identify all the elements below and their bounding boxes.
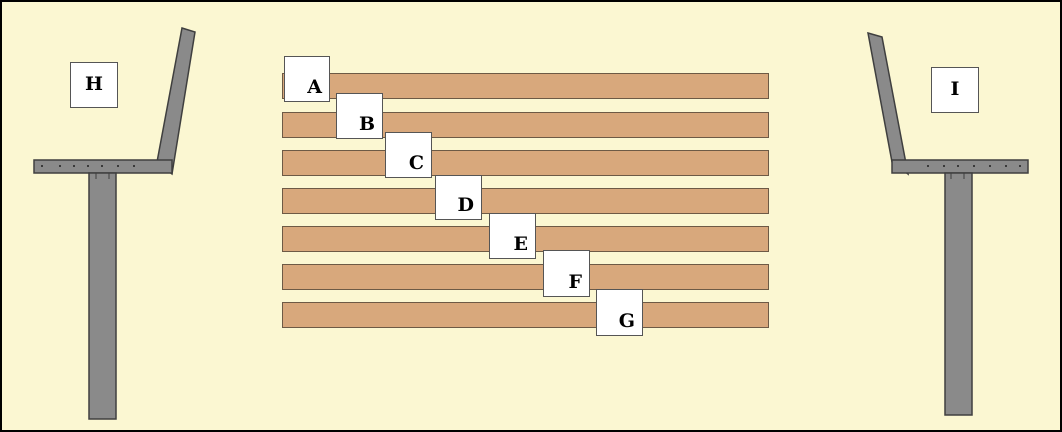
plank-f	[282, 264, 769, 290]
label-f-text: F	[568, 271, 583, 293]
plank-g	[282, 302, 769, 328]
right-frame-seat-arm	[891, 159, 1029, 174]
label-g: G	[596, 289, 643, 336]
label-g-text: G	[618, 310, 635, 332]
label-d-text: D	[457, 194, 474, 216]
plank-d	[282, 188, 769, 214]
label-a: A	[284, 56, 330, 102]
label-c-text: C	[408, 152, 424, 174]
label-h: H	[70, 62, 118, 108]
label-b: B	[336, 93, 383, 139]
left-frame-leg	[88, 172, 117, 420]
right-frame-leg	[944, 172, 973, 416]
label-e: E	[489, 213, 536, 259]
label-d: D	[435, 175, 482, 220]
left-frame-drawing	[33, 27, 196, 420]
right-frame-drawing	[867, 31, 1029, 416]
label-i-text: I	[950, 78, 960, 100]
left-frame-backrest	[156, 27, 196, 176]
label-e-text: E	[513, 233, 528, 255]
right-frame-backrest	[867, 31, 910, 176]
label-a-text: A	[307, 76, 322, 98]
label-b-text: B	[358, 113, 375, 135]
label-f: F	[543, 250, 590, 297]
plank-c	[282, 150, 769, 176]
label-h-text: H	[85, 73, 103, 95]
label-c: C	[385, 132, 432, 178]
label-i: I	[931, 67, 979, 113]
